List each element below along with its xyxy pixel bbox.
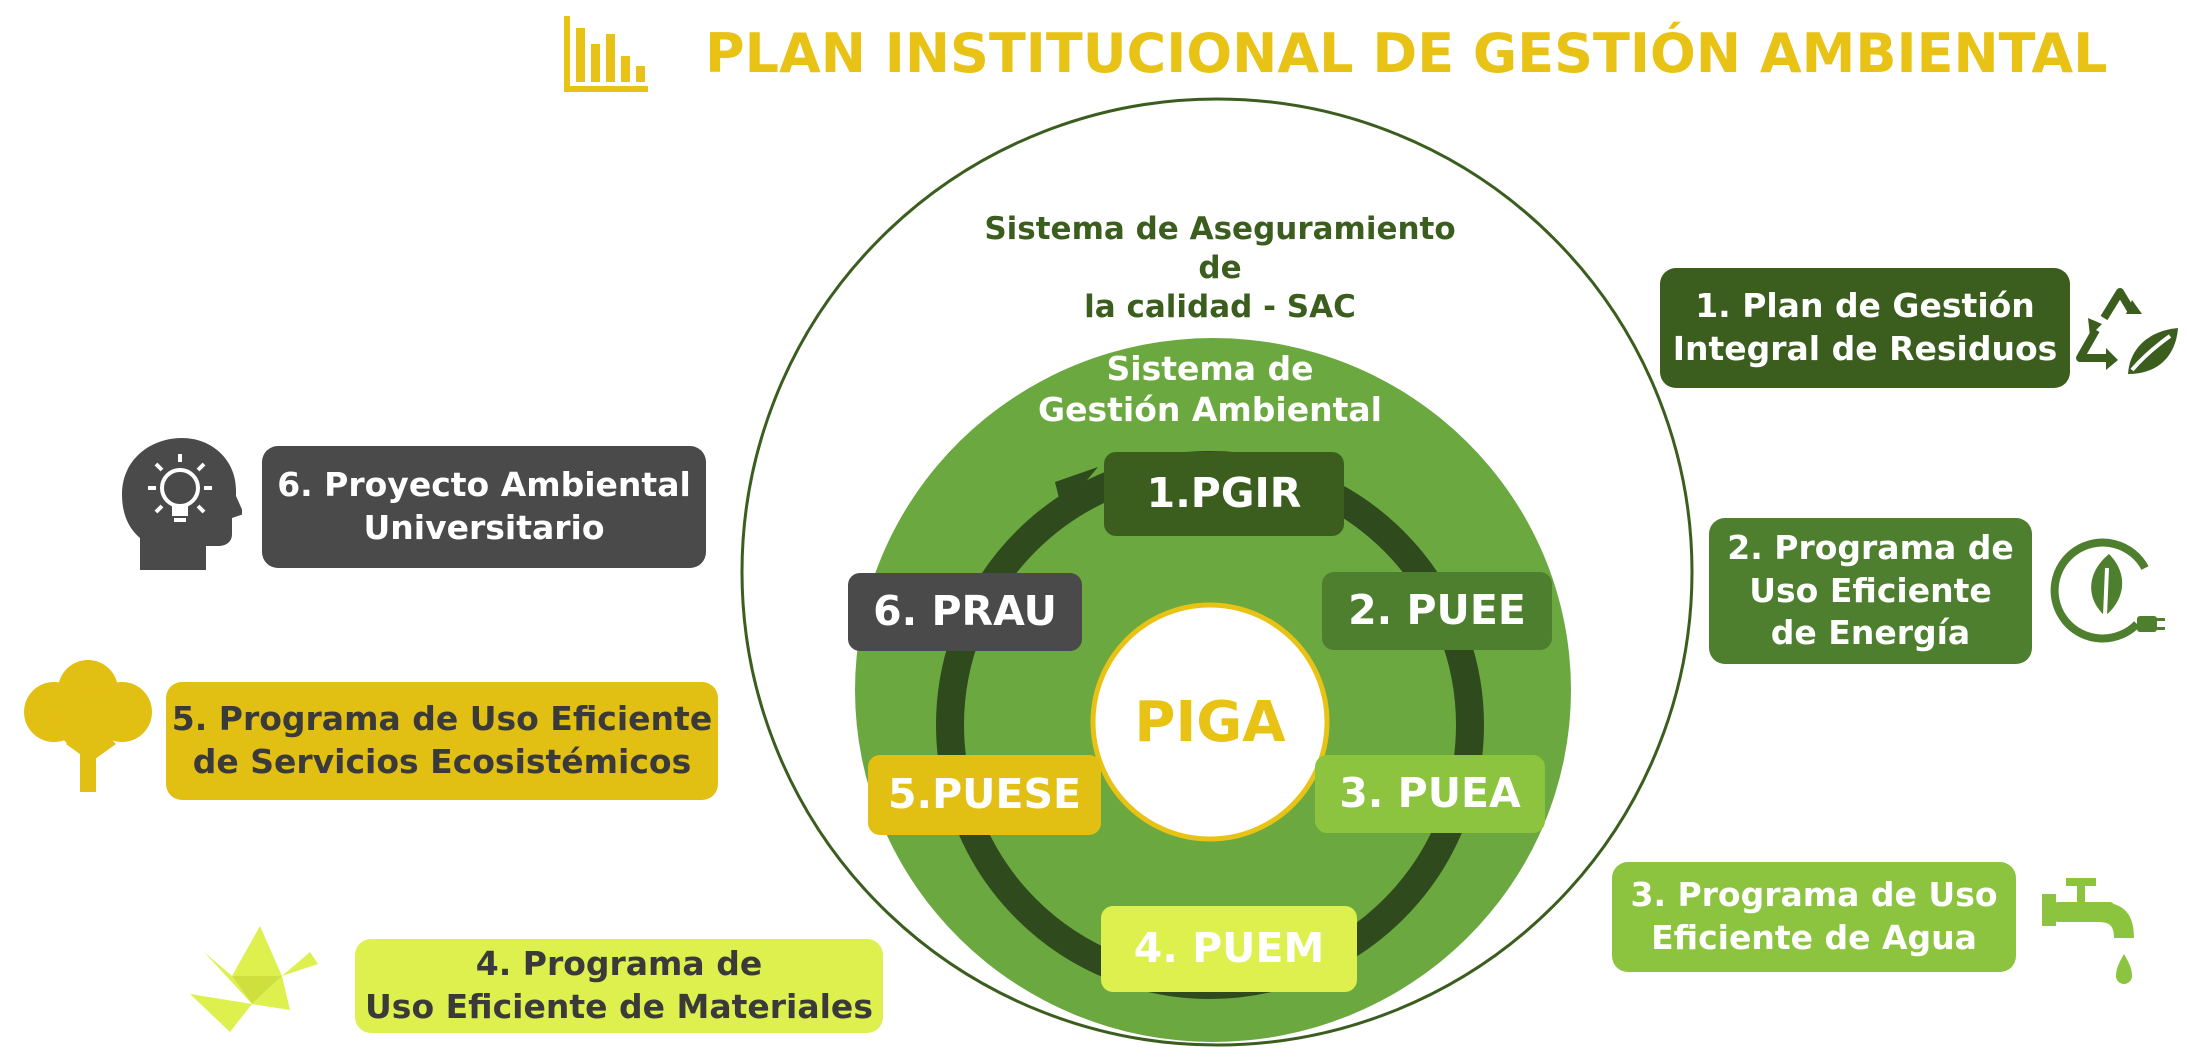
program-box-puem: 4. Programa de Uso Eficiente de Material… bbox=[355, 939, 883, 1033]
leaf-plug-icon bbox=[2050, 538, 2165, 643]
tree-icon bbox=[24, 660, 152, 792]
inner-circle-label: Sistema de Gestión Ambiental bbox=[1038, 349, 1382, 430]
cycle-box-puese: 5.PUESE bbox=[868, 755, 1101, 835]
cycle-box-puea: 3. PUEA bbox=[1315, 755, 1545, 833]
cycle-box-prau: 6. PRAU bbox=[848, 573, 1082, 651]
faucet-icon bbox=[2042, 878, 2134, 984]
bar-chart-icon bbox=[564, 16, 648, 92]
center-label: PIGA bbox=[1134, 689, 1286, 755]
outer-circle-label: Sistema de Aseguramiento de la calidad -… bbox=[984, 211, 1456, 325]
program-box-puese: 5. Programa de Uso Eficiente de Servicio… bbox=[166, 682, 718, 800]
cycle-box-puee: 2. PUEE bbox=[1322, 572, 1552, 650]
program-box-prau: 6. Proyecto Ambiental Universitario bbox=[262, 446, 706, 568]
recycle-leaf-icon bbox=[2076, 288, 2178, 374]
cycle-box-puem: 4. PUEM bbox=[1101, 906, 1357, 992]
origami-bird-icon bbox=[190, 926, 318, 1032]
program-box-puea: 3. Programa de Uso Eficiente de Agua bbox=[1612, 862, 2016, 972]
cycle-box-pgir: 1.PGIR bbox=[1104, 452, 1344, 536]
program-box-pgir: 1. Plan de Gestión Integral de Residuos bbox=[1660, 268, 2070, 388]
head-lightbulb-icon bbox=[122, 438, 242, 570]
program-box-puee: 2. Programa de Uso Eficiente de Energía bbox=[1709, 518, 2032, 664]
center-circle bbox=[1090, 602, 1330, 842]
page-title: PLAN INSTITUCIONAL DE GESTIÓN AMBIENTAL bbox=[705, 22, 2108, 85]
cycle-arrowhead bbox=[1055, 467, 1098, 510]
